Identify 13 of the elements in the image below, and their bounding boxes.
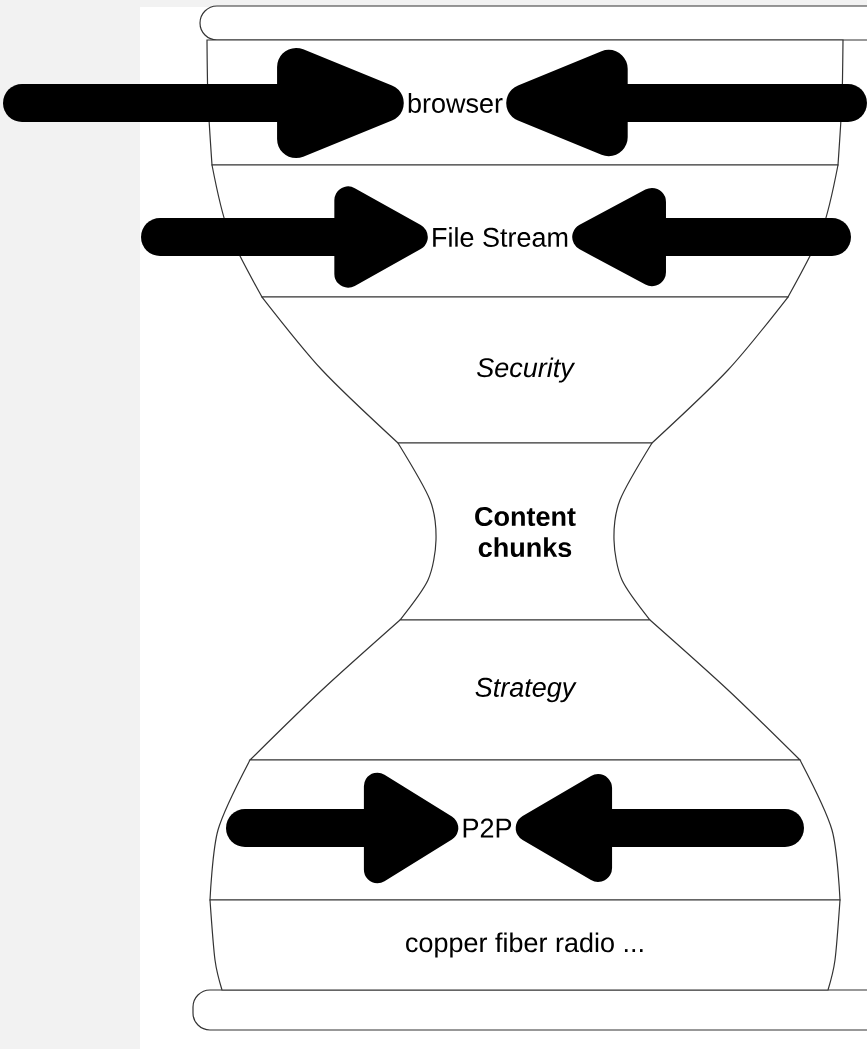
layer-label: Security — [477, 357, 576, 383]
arrow — [226, 772, 459, 884]
layer-label: Strategy — [475, 677, 577, 703]
arrow — [141, 186, 428, 288]
layer-label: P2P — [463, 818, 512, 838]
arrow — [506, 49, 867, 157]
layer-label: browser — [408, 93, 503, 113]
arrow — [515, 774, 804, 882]
layer-label: Content chunks — [475, 506, 576, 558]
layer-label: copper fiber radio ... — [406, 932, 643, 958]
layer-label: File Stream — [433, 227, 568, 247]
arrow — [572, 187, 851, 287]
arrow — [3, 47, 404, 159]
